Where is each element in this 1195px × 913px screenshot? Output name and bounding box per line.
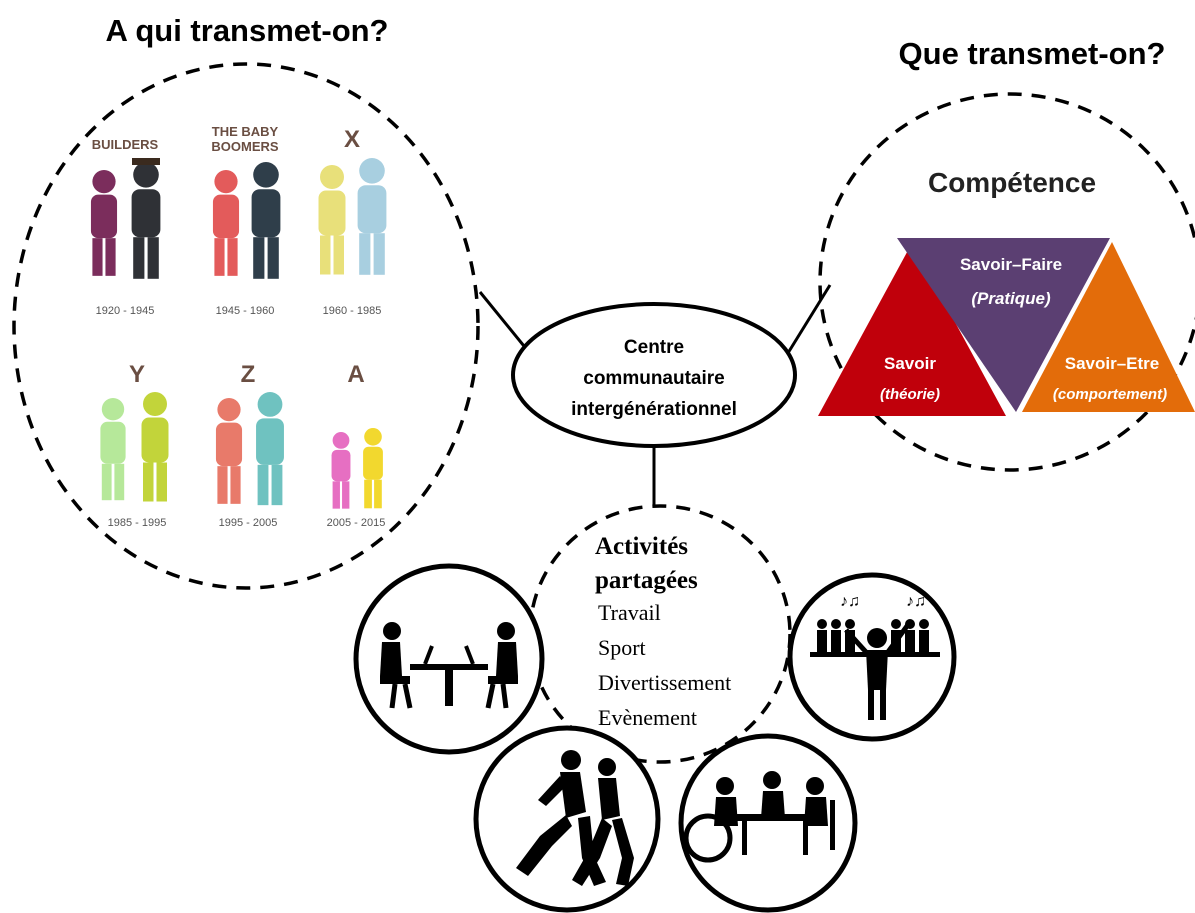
savoir-etre-sub-label: (comportement) xyxy=(1053,386,1167,403)
savoir-faire-triangle xyxy=(897,238,1110,412)
generation-baby-boomers: THE BABY BOOMERS 1945 - 1960 xyxy=(211,124,281,317)
orchestra-icon: ♪♫ ♪♫ xyxy=(787,572,957,742)
generation-years: 1920 - 1945 xyxy=(96,305,155,317)
savoir-etre-triangle xyxy=(1022,242,1195,412)
savoir-faire-label: Savoir–Faire xyxy=(960,255,1062,274)
svg-text:♪♫: ♪♫ xyxy=(906,593,926,610)
center-line3: intergénérationnel xyxy=(571,399,737,420)
savoir-triangle xyxy=(818,243,1006,416)
activity-item: Travail xyxy=(598,600,661,625)
generation-label: A xyxy=(347,361,364,388)
svg-text:♪♫: ♪♫ xyxy=(840,593,860,610)
generation-y: Y 1985 - 1995 xyxy=(100,361,169,529)
generation-years: 1985 - 1995 xyxy=(108,517,167,529)
running-icon xyxy=(473,725,661,913)
activity-item: Evènement xyxy=(598,705,697,730)
activities-title-line1: Activités xyxy=(595,533,688,560)
generation-label: X xyxy=(344,126,360,153)
savoir-sub-label: (théorie) xyxy=(880,386,940,403)
generation-years: 2005 - 2015 xyxy=(327,517,386,529)
who-circle xyxy=(12,62,480,590)
generation-years: 1945 - 1960 xyxy=(216,305,275,317)
activities-circle xyxy=(528,504,792,764)
generation-years: 1995 - 2005 xyxy=(219,517,278,529)
what-heading: Que transmet-on? xyxy=(899,36,1166,71)
center-line1: Centre xyxy=(624,337,684,358)
cards-game-icon xyxy=(678,733,858,913)
generation-label-line2: BOOMERS xyxy=(211,139,279,154)
savoir-label: Savoir xyxy=(884,354,936,373)
savoir-faire-sub-label: (Pratique) xyxy=(971,289,1051,308)
work-icon xyxy=(353,563,545,755)
competence-title: Compétence xyxy=(928,167,1096,198)
generation-builders: BUILDERS 1920 - 1945 xyxy=(90,137,161,317)
connector-who xyxy=(478,291,530,352)
activity-item: Sport xyxy=(598,635,646,660)
center-line2: communautaire xyxy=(583,368,724,389)
generation-label: Y xyxy=(129,361,145,388)
generation-label: Z xyxy=(241,361,256,388)
generation-z: Z 1995 - 2005 xyxy=(215,361,284,529)
activity-item: Divertissement xyxy=(598,670,731,695)
generation-x: X 1960 - 1985 xyxy=(318,126,387,317)
connector-what xyxy=(786,284,832,354)
what-circle xyxy=(818,92,1195,472)
generation-years: 1960 - 1985 xyxy=(323,305,382,317)
who-heading: A qui transmet-on? xyxy=(105,13,388,48)
generation-label: BUILDERS xyxy=(92,137,159,152)
activities-title-line2: partagées xyxy=(595,567,698,594)
generation-a: A 2005 - 2015 xyxy=(327,361,386,529)
center-node xyxy=(511,302,797,448)
savoir-etre-label: Savoir–Etre xyxy=(1065,354,1160,373)
generation-label-line1: THE BABY xyxy=(212,124,279,139)
